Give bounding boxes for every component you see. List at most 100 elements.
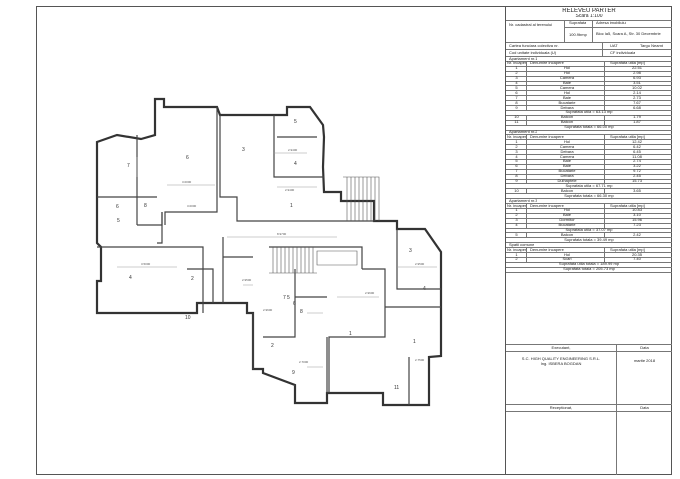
table-cell-area: 11.08 [632, 154, 642, 159]
table-cell-nr: 2 [515, 257, 518, 262]
total: Suprafata totala = 39.49 mp [564, 237, 614, 242]
data-label: Data [640, 346, 649, 350]
table-cell-name: Hol [563, 90, 570, 95]
col-header-nr: Nr. incapere [507, 61, 526, 66]
table-cell-name: Scari [562, 257, 572, 262]
svg-text:2.7000: 2.7000 [299, 360, 309, 364]
svg-text:2.7500: 2.7500 [415, 358, 425, 362]
table-cell-area: 7.40 [633, 257, 641, 262]
col-header-name: Denumire incapere [530, 247, 564, 252]
table-cell-name: Camera [559, 85, 575, 90]
table-cell-name: Bucatarie [558, 100, 576, 105]
room-label: 7 [283, 295, 286, 301]
table-cell-nr: 9 [515, 105, 518, 110]
carte-funciara-label: Cartea funciara colectiva nr. [509, 44, 559, 48]
table-cell-name: Balcon [560, 232, 574, 237]
svg-text:2.9400: 2.9400 [285, 188, 295, 192]
table-cell-nr: 5 [515, 232, 518, 237]
table-cell-nr: 8 [515, 174, 518, 179]
table-cell-name: Bucatarie [558, 169, 576, 174]
room-label: 8 [300, 309, 303, 315]
table-cell-area: 2.14 [633, 90, 641, 95]
room-label: 7 [127, 163, 130, 169]
table-cell-name: Bucatarie [558, 223, 576, 228]
sheet-scale: Scara 1:100 [575, 14, 603, 19]
room-label: 11 [394, 385, 399, 391]
subtotal: Suprafata utila = 63.13 mp [565, 110, 613, 115]
suprafata-value: 100.9bmp [569, 33, 587, 37]
sheet-title: RELEVEU PARTER [562, 8, 616, 14]
table-cell-name: Debara [560, 105, 574, 110]
suprafata-label: Suprafata [569, 21, 587, 25]
table-cell-area: 3.51 [633, 81, 641, 85]
table-cell-area: 1.87 [633, 120, 641, 125]
table-cell-name: Camera [559, 154, 575, 159]
table-cell-nr: 2 [515, 213, 518, 218]
table-cell-area: 15.73 [631, 179, 642, 183]
table-cell-nr: 9 [515, 179, 518, 183]
room-label: 9 [292, 370, 295, 376]
table-cell-nr: 4 [515, 154, 518, 159]
room-label: 8 [144, 203, 147, 209]
table-cell-area: 6.93 [633, 76, 641, 81]
table-cell-nr: 1 [515, 139, 518, 144]
subtotal: Suprafata utila totala = 189.99 mp [558, 262, 620, 267]
table-cell-area: 2.42 [633, 232, 641, 237]
subtotal: Suprafata utila = 37.07 mp [565, 228, 613, 232]
table-cell-nr: 1 [515, 66, 518, 71]
table-cell-area: 20.35 [631, 252, 642, 257]
table-cell-name: Dulhaptele [557, 179, 577, 183]
table-cell-nr: 2 [515, 144, 518, 149]
table-cell-nr: 10 [514, 115, 519, 120]
room-label: 1 [349, 331, 352, 337]
room-label: 4 [423, 286, 426, 292]
svg-text:2.9400: 2.9400 [288, 148, 298, 152]
table-cell-nr: 1 [515, 208, 518, 213]
table-cell-name: Debara [560, 174, 574, 179]
cod-unitate-label: Cod unitate individuala (U) [509, 51, 557, 55]
title-block: RELEVEU PARTER Scara 1:100 Nr. cadastral… [505, 6, 672, 475]
room-label: 1 [290, 203, 293, 209]
table-cell-nr: 3 [515, 76, 518, 81]
table-cell-area: 15.96 [631, 218, 642, 223]
svg-text:2.9600: 2.9600 [263, 308, 273, 312]
table-cell-name: Baie [562, 164, 571, 169]
table-cell-nr: 6 [515, 164, 518, 169]
table-cell-area: 6.42 [633, 144, 641, 149]
table-cell-name: Balcon [560, 188, 574, 193]
col-header-area: Suprafata utila [mp] [610, 134, 645, 139]
total: Suprafata totala = 66.00 mp [564, 125, 614, 130]
table-cell-area: 22.51 [631, 66, 642, 71]
svg-text:2.9500: 2.9500 [415, 262, 425, 266]
svg-text:8.9700: 8.9700 [277, 232, 287, 236]
room-label: 10 [185, 315, 191, 321]
table-cell-nr: 2 [515, 71, 518, 76]
col-header-nr: Nr. incapere [507, 247, 526, 252]
table-cell-name: Hol [563, 71, 570, 76]
table-cell-area: 1.79 [633, 115, 641, 120]
cf-value: CF individuala [610, 51, 636, 55]
table-cell-name: Baie [562, 213, 571, 218]
table-cell-area: 3.65 [633, 188, 641, 193]
table-cell-name: Hol [563, 252, 570, 257]
table-cell-area: 2.98 [633, 71, 641, 76]
table-cell-nr: 5 [515, 159, 518, 164]
room-label: 3 [409, 248, 412, 254]
table-cell-name: Balcon [560, 120, 574, 125]
section-title: Apartament nr.2 [509, 130, 538, 134]
adresa-label: Adresa imobilului [596, 21, 627, 25]
uat-value: Targu Neamt [640, 44, 663, 48]
table-cell-area: 9.72 [633, 169, 641, 174]
room-label: 4 [129, 275, 132, 281]
room-label: 6 [116, 204, 119, 210]
table-cell-name: Balcon [560, 115, 574, 120]
col-header-nr: Nr. incapere [507, 134, 526, 139]
table-cell-area: 6.68 [633, 105, 641, 110]
engineer-name: Ing. ISBERA BOGDAN [540, 362, 582, 366]
table-cell-area: 3.10 [633, 213, 641, 218]
total: Suprafata totala = 205.73 mp [563, 267, 615, 272]
room-label: 4 [294, 161, 297, 167]
table-cell-name: Hol [563, 66, 570, 71]
col-header-area: Suprafata utila [mp] [610, 247, 645, 252]
